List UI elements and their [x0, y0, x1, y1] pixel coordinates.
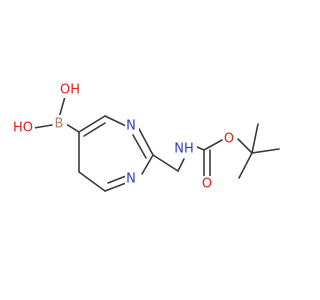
bond-b-c5 [65, 123, 80, 133]
bond-c4-n3 [104, 115, 127, 127]
bond-n1-c6-double [107, 175, 127, 184]
bond-n3-c2 [137, 126, 154, 156]
bond-o-tbu [237, 138, 253, 154]
hydroxyl-left-label: HO [13, 121, 33, 136]
hydroxyl-top-label: OH [60, 83, 80, 98]
bonds [33, 92, 280, 192]
amine-nh-label: NH [174, 142, 194, 157]
bond-carbonyl-c-o-ester [203, 139, 223, 151]
nitrogen-ring-bottom-label: N [126, 172, 136, 187]
bond-c4-c4-double [83, 122, 106, 137]
bond-c6-c5 [78, 171, 106, 192]
bond-n1-c6 [104, 182, 127, 192]
molecule-structure-diagram: B OH HO N N NH O O [11, 82, 280, 192]
ester-oxygen-label: O [224, 132, 234, 147]
bond-c5-c4 [78, 115, 106, 133]
bond-c2-ch2 [152, 154, 179, 172]
atom-labels: B OH HO N N NH O O [11, 82, 237, 192]
bond-c2-n1 [141, 154, 154, 175]
bond-tbu-me-top [251, 123, 259, 154]
bond-tbu-me-right [251, 148, 280, 154]
bond-b-ho-left [33, 124, 53, 129]
bond-ch2-nh [177, 158, 185, 172]
boron-atom-label: B [55, 117, 64, 132]
bond-tbu-me-bottom [238, 152, 253, 179]
nitrogen-ring-top-label: N [126, 119, 136, 134]
bond-n3-c2-double [132, 134, 147, 159]
carbonyl-oxygen-label: O [202, 177, 212, 192]
